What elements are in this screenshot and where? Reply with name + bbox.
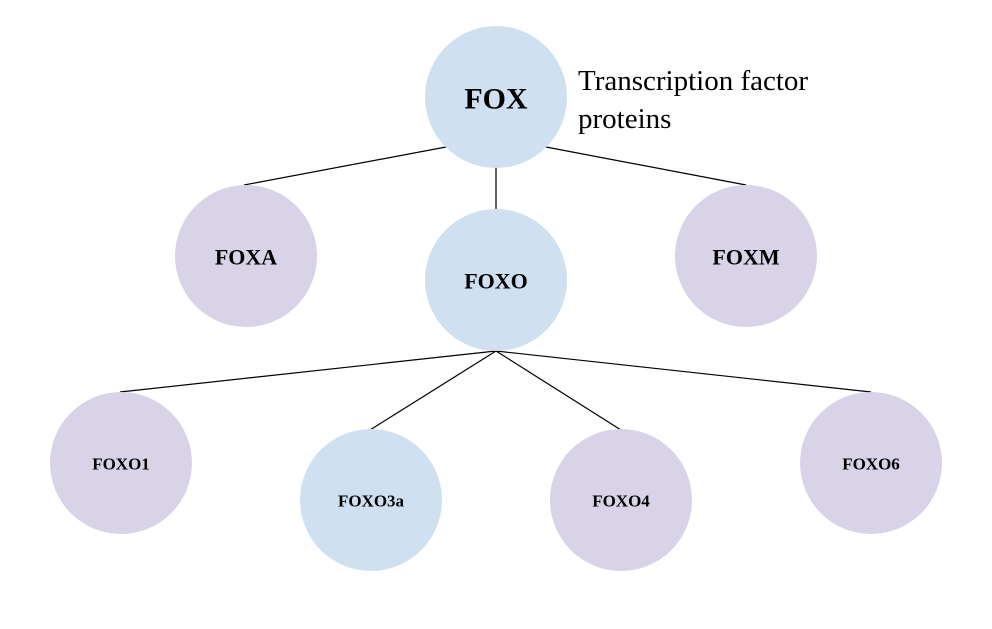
node-foxo6: FOXO6 — [800, 392, 942, 534]
node-foxm-circle — [675, 185, 817, 327]
edge-fox-foxa — [243, 146, 447, 186]
node-foxo1-circle — [50, 392, 192, 534]
node-fox-circle — [425, 26, 567, 168]
node-foxm: FOXM — [675, 185, 817, 327]
node-foxo4-circle — [550, 429, 692, 571]
node-foxo-circle — [425, 209, 567, 351]
node-foxm-label: FOXM — [712, 245, 779, 270]
node-foxo1-label: FOXO1 — [92, 455, 150, 474]
node-foxo4: FOXO4 — [550, 429, 692, 571]
edge-foxo-foxo4 — [495, 350, 622, 431]
node-foxa: FOXA — [175, 185, 317, 327]
diagram-caption: Transcription factor proteins — [578, 62, 808, 138]
node-foxo3a-label: FOXO3a — [338, 492, 405, 511]
edge-foxo-foxo1 — [119, 350, 497, 393]
node-foxo6-label: FOXO6 — [842, 455, 900, 474]
node-foxo: FOXO — [425, 209, 567, 351]
node-foxa-circle — [175, 185, 317, 327]
node-foxa-label: FOXA — [215, 245, 277, 270]
node-foxo6-circle — [800, 392, 942, 534]
edge-foxo-foxo6 — [495, 350, 872, 393]
node-foxo3a-circle — [300, 429, 442, 571]
node-fox-label: FOX — [464, 83, 528, 116]
caption-line-1: Transcription factor — [578, 65, 809, 97]
node-foxo-label: FOXO — [464, 269, 528, 294]
node-foxo3a: FOXO3a — [300, 429, 442, 571]
node-foxo1: FOXO1 — [50, 392, 192, 534]
node-foxo4-label: FOXO4 — [592, 492, 650, 511]
node-fox: FOX — [425, 26, 567, 168]
caption-line-2: proteins — [578, 103, 672, 135]
connectors — [119, 146, 872, 431]
edge-fox-foxm — [545, 146, 747, 186]
edge-foxo-foxo3a — [369, 350, 497, 431]
